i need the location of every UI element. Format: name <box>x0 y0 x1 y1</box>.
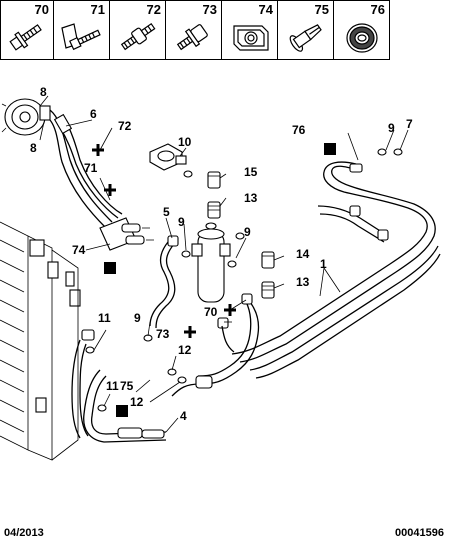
valve-core-13-lower <box>261 281 275 299</box>
callout-70: 70 <box>204 305 218 319</box>
footer-date: 04/2013 <box>4 527 44 539</box>
callout-75: 75 <box>120 379 134 393</box>
callout-12-upper: 12 <box>178 343 192 357</box>
leader-lines <box>39 95 409 433</box>
bolt-with-clip-icon <box>61 23 101 51</box>
legend-number: 72 <box>146 2 161 17</box>
fastener-legend: 70 71 72 <box>0 0 450 60</box>
grommet-icon <box>346 23 378 53</box>
square-marker-76 <box>324 143 336 155</box>
callout-76: 76 <box>292 123 306 137</box>
callout-74: 74 <box>72 243 86 257</box>
callout-7: 7 <box>406 117 413 131</box>
callout-9-left: 9 <box>134 311 141 325</box>
legend-number: 73 <box>202 2 217 17</box>
callout-13-top: 13 <box>244 191 258 205</box>
valve-core-13-top <box>207 201 221 219</box>
cage-nut-icon <box>233 25 269 51</box>
o-rings-right <box>235 148 403 240</box>
legend-number: 71 <box>90 2 105 17</box>
legend-item-70: 70 <box>0 0 54 60</box>
callout-11-lower: 11 <box>106 379 119 393</box>
pipe-4 <box>71 329 167 443</box>
square-markers <box>104 143 336 417</box>
callout-8-lower: 8 <box>30 141 37 155</box>
dehydrator-bottle-part <box>181 222 237 303</box>
callout-labels: 8 8 6 72 71 74 10 15 13 5 9 9 14 13 70 7… <box>30 85 413 423</box>
stud-bolt-icon <box>120 22 156 51</box>
callout-5: 5 <box>163 205 170 219</box>
bolt-flange-icon <box>9 24 42 51</box>
legend-item-73: 73 <box>168 0 222 60</box>
legend-item-72: 72 <box>112 0 166 60</box>
plus-marker-73 <box>184 326 196 338</box>
plus-marker-71 <box>104 184 116 196</box>
callout-72: 72 <box>118 119 132 133</box>
legend-number: 75 <box>314 2 329 17</box>
footer-reference: 00041596 <box>395 527 444 539</box>
pressure-switch-part <box>149 143 193 178</box>
callout-11-upper: 11 <box>98 311 111 325</box>
fastener-legend-frame <box>0 0 390 60</box>
plus-marker-72 <box>92 144 104 156</box>
callout-71: 71 <box>84 161 98 175</box>
legend-number: 74 <box>258 2 273 17</box>
callout-10: 10 <box>178 135 192 149</box>
callout-9-dryer: 9 <box>244 225 251 239</box>
callout-15: 15 <box>244 165 258 179</box>
legend-number: 70 <box>34 2 49 17</box>
pipe-1 <box>231 161 441 379</box>
legend-item-75: 75 <box>280 0 334 60</box>
callout-4: 4 <box>180 409 187 423</box>
pipe-dryer-to-joint <box>167 293 260 397</box>
legend-item-74: 74 <box>224 0 278 60</box>
callout-13-lower: 13 <box>296 275 310 289</box>
plus-marker-70 <box>224 304 236 316</box>
bolt-with-washer-icon <box>176 24 208 51</box>
legend-item-71: 71 <box>56 0 110 60</box>
pipe-junction-block <box>99 217 154 251</box>
callout-12-lower: 12 <box>130 395 144 409</box>
ac-pipework-diagram: .pipe { fill: none; stroke: #000; stroke… <box>0 85 441 461</box>
plus-markers <box>92 144 236 338</box>
callout-14: 14 <box>296 247 310 261</box>
callout-1: 1 <box>320 257 327 271</box>
valve-cap-15 <box>207 171 221 189</box>
callout-8-top: 8 <box>40 85 47 99</box>
condenser-part <box>0 221 81 461</box>
legend-number: 76 <box>370 2 385 17</box>
pipe-6 <box>49 109 123 229</box>
square-marker-74 <box>104 262 116 274</box>
pipe-5 <box>149 235 179 329</box>
plastic-rivet-icon <box>289 24 322 52</box>
square-marker-75 <box>116 405 128 417</box>
valve-cap-14 <box>261 251 275 269</box>
callout-9-mid: 9 <box>178 215 185 229</box>
callout-9-right: 9 <box>388 121 395 135</box>
compressor-part <box>1 98 51 136</box>
callout-6: 6 <box>90 107 97 121</box>
legend-item-76: 76 <box>336 0 390 60</box>
callout-73: 73 <box>156 327 170 341</box>
